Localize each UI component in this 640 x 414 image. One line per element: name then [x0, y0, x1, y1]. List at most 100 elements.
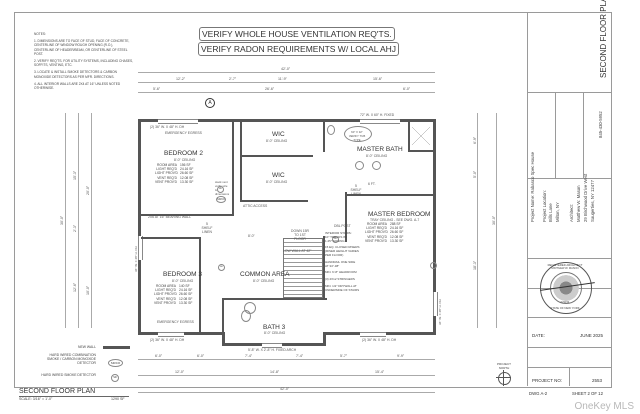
- legend-combo-detector: HARD WIRED COMBINATION SMOKE / CARBON MO…: [47, 353, 96, 366]
- room-common-area-title: COMMON AREA: [240, 271, 290, 278]
- architect-phone: 845-430-5952: [598, 111, 603, 138]
- drawing-sheet: [14, 12, 612, 388]
- room-bedroom2-title: BEDROOM 2: [164, 150, 204, 157]
- sd-co-symbol: SD/CO: [216, 196, 226, 203]
- dim-line-top-row3: [138, 92, 435, 93]
- project-no-value: 2553: [592, 378, 603, 383]
- stair-note: AT 34"-38": [325, 263, 340, 268]
- window-label-bottom-right: (2) 36" W. X 48" H. DH: [362, 338, 397, 342]
- plan-title-underline: [19, 396, 129, 397]
- room-master-bedroom-ceiling: TRAY CEILING - SEE DWG. A-7: [370, 218, 420, 222]
- title-block-divider-vertical: [555, 92, 556, 178]
- spec-value: 12.08 SF: [179, 296, 193, 301]
- note-4: 4. ALL INTERIOR WALLS ARE 2X4 AT 16" UNL…: [34, 81, 121, 91]
- dim-text: 5'-7": [340, 354, 348, 358]
- plan-scale: SCALE: 3/16" = 1'-0": [19, 397, 53, 401]
- spec-key: LIGHT REQ'D: [366, 226, 387, 231]
- legend-new-wall: NEW WALL: [78, 345, 96, 349]
- window-bottom-left: [158, 332, 184, 337]
- sd-symbol: SD: [217, 186, 224, 193]
- dim-text: 7'-4": [296, 354, 304, 358]
- bath-wall: [345, 192, 347, 242]
- bathtub-icon: [344, 126, 372, 142]
- wic-divider: [240, 155, 313, 157]
- room-bath3-ceiling: 8'-0" CEILING: [264, 331, 286, 335]
- interior-wall: [141, 237, 201, 239]
- dim-text: 15'-3": [73, 170, 77, 180]
- bedroom3-wall: [199, 237, 201, 332]
- bath-wall-bottom: [347, 194, 433, 196]
- stair-note: INTERIOR STAIRS:: [325, 231, 352, 235]
- title-block-divider: [528, 317, 611, 318]
- dim-text: 18'-3": [473, 260, 477, 270]
- note-2: 2. VERIFY REQ'TS. FOR UTILITY SYSTEMS, I…: [34, 59, 133, 68]
- hall-dim-label: 8'-0": [248, 234, 255, 238]
- dim-text: 6'-9": [473, 136, 477, 144]
- dim-text: 5'-0": [473, 170, 477, 178]
- architect-address1: 29 Birchwood Drive West: [583, 173, 588, 222]
- spec-key: VENT REQ'D: [367, 234, 387, 239]
- title-block-divider: [528, 92, 611, 93]
- spec-value: 24.16 SF: [390, 226, 404, 231]
- dim-line-left-row2: [91, 113, 92, 328]
- dim-line-bottom-overall: [138, 392, 435, 393]
- tub-label: 60" X 32" VERIFY TUB TYPE: [348, 130, 366, 142]
- dim-line-left-overall: [65, 113, 66, 328]
- spec-value: 13.30 SF: [179, 300, 193, 305]
- dim-line-right-row1: [477, 113, 478, 328]
- window-top-left: [158, 119, 198, 124]
- north-arrow-icon: [498, 372, 511, 385]
- spec-value: 12.08 SF: [180, 175, 194, 180]
- section-marker: A: [205, 98, 215, 108]
- watermark: OneKey MLS: [574, 401, 634, 412]
- window-label-right: 36" W. X 48" H. DH: [438, 299, 442, 325]
- dim-line-left-row1: [78, 113, 79, 328]
- dim-text: 6'-0": [403, 87, 411, 91]
- stair-note: PER FLOOR): [325, 252, 344, 257]
- spec-key: VENT REQ'D: [157, 175, 177, 180]
- spec-value: 140 SF: [179, 284, 190, 288]
- window-bath3: [262, 343, 282, 348]
- title-block-divider: [528, 178, 611, 179]
- window-label-top-left: (2) 36" W. X 48" H. DH: [150, 125, 185, 129]
- project-location-line2: Milton, NY: [555, 202, 560, 222]
- vanity-label: 6 FT.: [368, 182, 376, 186]
- exterior-wall-right: [433, 119, 436, 335]
- bath-wall: [323, 122, 325, 152]
- sheet-title: SECOND FLOOR PLAN: [599, 0, 608, 78]
- note-1: 1. DIMENSIONS ARE TO FACE OF STUD, FACE …: [34, 39, 130, 56]
- room-bedroom3-title: BEDROOM 3: [163, 271, 203, 278]
- spec-key: LIGHT REQ'D: [156, 167, 177, 172]
- title-block-divider-vertical: [583, 92, 584, 178]
- title-block-divider: [528, 347, 611, 348]
- date-value: JUNE 2025: [580, 333, 604, 338]
- window-label-bottom-left: (2) 36" W. X 48" H. DH: [150, 338, 185, 342]
- toilet-icon: [327, 125, 335, 135]
- dim-text: 2'-7": [229, 77, 237, 81]
- stair-note: 10" TREADS W/: [325, 234, 347, 239]
- spec-value: 26.60 SF: [390, 230, 404, 235]
- room-bedroom3-ceiling: 8'-0" CEILING: [172, 279, 194, 283]
- spec-value: 13.30 SF: [180, 179, 194, 184]
- shower-wall: [408, 122, 410, 152]
- architect-label: Architect:: [569, 204, 574, 222]
- spec-value: 24.16 SF: [180, 167, 194, 172]
- shower-icon: [412, 124, 430, 148]
- window-label-top-right: 72" W. X 60" H. FIXED: [360, 113, 395, 117]
- project-name: Project Name: Rabasco Spec House: [530, 152, 535, 222]
- stairs-down-label: DOWN 15R TO 1ST FLOOR: [291, 229, 309, 241]
- room-master-bedroom-title: MASTER BEDROOM: [368, 211, 431, 218]
- stair-note: UNDERSIDE OF STAIRS: [325, 287, 360, 292]
- dim-text: 9'-9": [397, 354, 405, 358]
- dim-left-overall: 30'-0": [60, 215, 64, 225]
- seal-top-text: REGISTERED ARCHITECT: [547, 263, 583, 267]
- north-arrow-line: [496, 377, 511, 378]
- sd-symbol: SD: [332, 236, 339, 243]
- dim-text: 14'-8": [270, 370, 280, 374]
- project-location-line1: Bills Lane: [548, 203, 553, 222]
- spec-key: ROOM AREA: [157, 163, 177, 167]
- sink-icon: [355, 161, 364, 170]
- notes-heading: NOTES:: [34, 32, 46, 36]
